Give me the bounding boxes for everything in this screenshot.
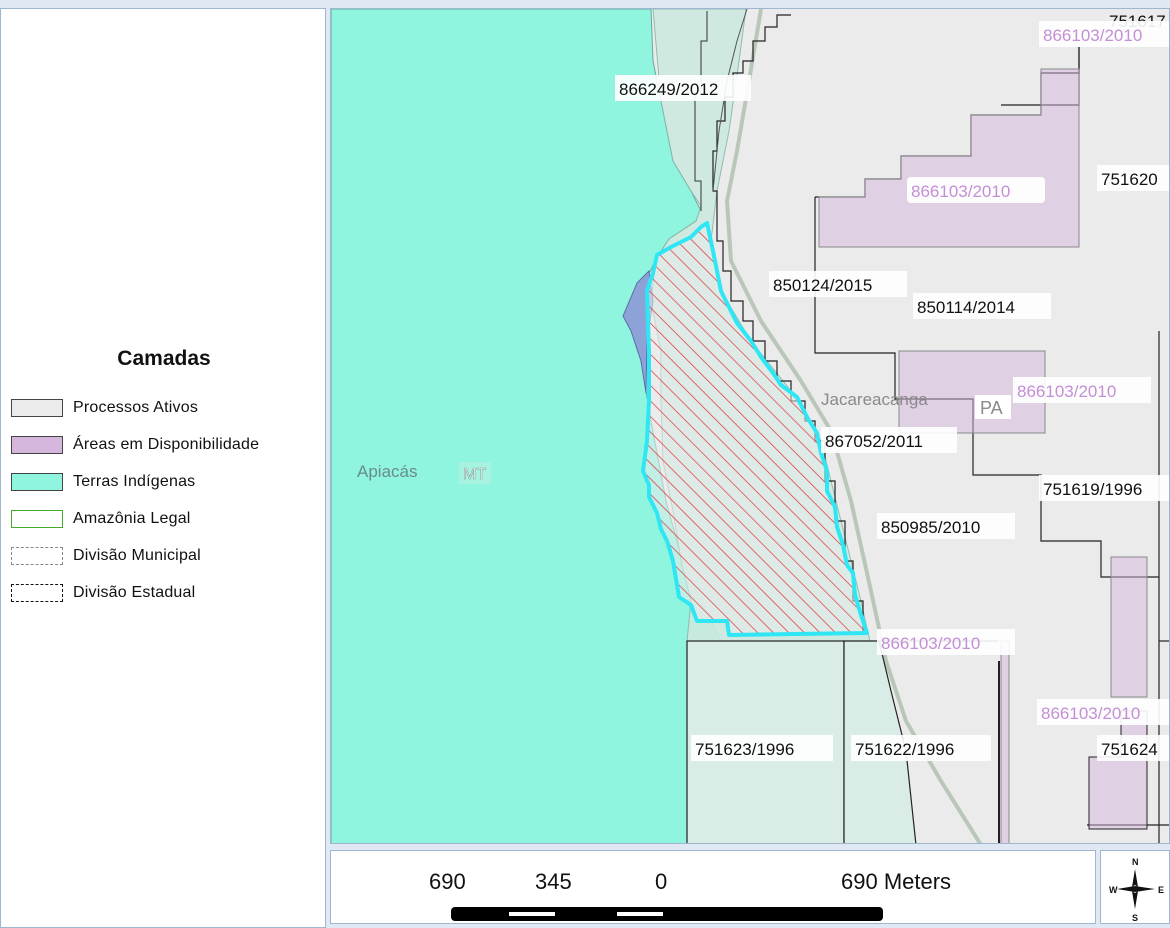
disponibilidade-area-right [1110,556,1148,698]
legend-label: Divisão Municipal [73,546,201,564]
scale-label-0: 0 [655,869,668,894]
legend-label: Terras Indígenas [73,472,196,490]
availability-label-lower: 866103/2010 [877,629,1015,655]
scale-bar-panel: 690 345 0 690 Meters [330,850,1096,924]
svg-text:866103/2010: 866103/2010 [1017,382,1116,401]
estrada-line [724,9,983,843]
scale-label-345: 345 [535,869,572,894]
svg-text:850114/2014: 850114/2014 [917,298,1015,317]
svg-text:850124/2015: 850124/2015 [773,276,872,295]
svg-text:850985/2010: 850985/2010 [881,518,980,537]
legend-item-processos-ativos: Processos Ativos [11,389,259,426]
swatch-amazonia-legal [11,509,63,528]
legend-item-terras-indigenas: Terras Indígenas [11,463,259,500]
legend-item-areas-disponibilidade: Áreas em Disponibilidade [11,426,259,463]
process-label-850114: 850114/2014 [913,293,1051,319]
legend-label: Amazônia Legal [73,509,191,527]
disponibilidade-area-strip [1000,640,1010,843]
legend-item-divisao-municipal: Divisão Municipal [11,537,259,574]
svg-text:751622/1996: 751622/1996 [855,740,954,759]
process-label-867052: 867052/2011 [821,427,957,453]
legend-item-divisao-estadual: Divisão Estadual [11,574,259,611]
svg-text:751623/1996: 751623/1996 [695,740,794,759]
process-label-751623: 751623/1996 [691,735,833,761]
state-label-pa: PA [975,395,1011,419]
north-arrow-panel: N S W E [1100,850,1170,924]
availability-label-top: 866103/2010 [1039,21,1169,47]
scale-label-690-meters: 690 Meters [841,869,952,894]
swatch-divisao-estadual [11,583,63,602]
legend-title: Camadas [117,347,211,370]
legend-label: Áreas em Disponibilidade [73,435,260,453]
svg-text:866103/2010: 866103/2010 [1043,26,1142,45]
state-label-mt: MT [459,462,491,484]
availability-label-right: 866103/2010 [1037,699,1169,725]
svg-text:S: S [1132,913,1138,923]
municipio-label-apiacas: Apiacás [357,462,417,481]
svg-text:W: W [1109,885,1118,895]
map-frame[interactable]: 866249/2012 850124/2015 850114/2014 8670… [330,8,1170,844]
svg-text:866103/2010: 866103/2010 [881,634,980,653]
swatch-processos-ativos [11,398,63,417]
legend-panel: Camadas Processos Ativos Áreas em Dispon… [0,8,326,928]
availability-label-upper: 866103/2010 [907,177,1045,203]
svg-text:751620: 751620 [1101,170,1158,189]
svg-text:E: E [1158,885,1164,895]
process-label-850985: 850985/2010 [877,513,1015,539]
svg-text:PA: PA [980,398,1003,418]
scale-bar-graphic [451,907,883,921]
swatch-terras-indigenas [11,472,63,491]
selected-area-hatched[interactable] [641,221,869,637]
map-canvas[interactable]: 866249/2012 850124/2015 850114/2014 8670… [331,9,1170,844]
swatch-areas-disponibilidade [11,435,63,454]
processo-850114-boundary [814,197,1159,578]
availability-label-mid: 866103/2010 [1013,377,1151,403]
legend-item-amazonia-legal: Amazônia Legal [11,500,259,537]
process-label-751624: 751624 [1097,735,1169,761]
svg-text:MT: MT [463,466,486,483]
scale-label-690-left: 690 [429,869,466,894]
svg-text:866103/2010: 866103/2010 [1041,704,1140,723]
process-label-751619: 751619/1996 [1039,475,1169,501]
process-label-850124: 850124/2015 [769,271,907,297]
legend-label: Divisão Estadual [73,583,196,601]
svg-text:866103/2010: 866103/2010 [911,182,1010,201]
svg-text:751624: 751624 [1101,740,1158,759]
municipio-label-jacareacanga: Jacareacanga [821,390,928,409]
svg-text:751619/1996: 751619/1996 [1043,480,1142,499]
legend-label: Processos Ativos [73,398,199,416]
swatch-divisao-municipal [11,546,63,565]
process-label-751620: 751620 [1097,165,1169,191]
north-arrow-icon: N S W E [1109,857,1164,923]
svg-text:N: N [1132,857,1139,867]
legend-list: Processos Ativos Áreas em Disponibilidad… [11,389,259,611]
svg-text:866249/2012: 866249/2012 [619,80,718,99]
svg-text:867052/2011: 867052/2011 [825,432,923,451]
process-label-866249: 866249/2012 [615,75,751,101]
process-label-751622: 751622/1996 [851,735,991,761]
